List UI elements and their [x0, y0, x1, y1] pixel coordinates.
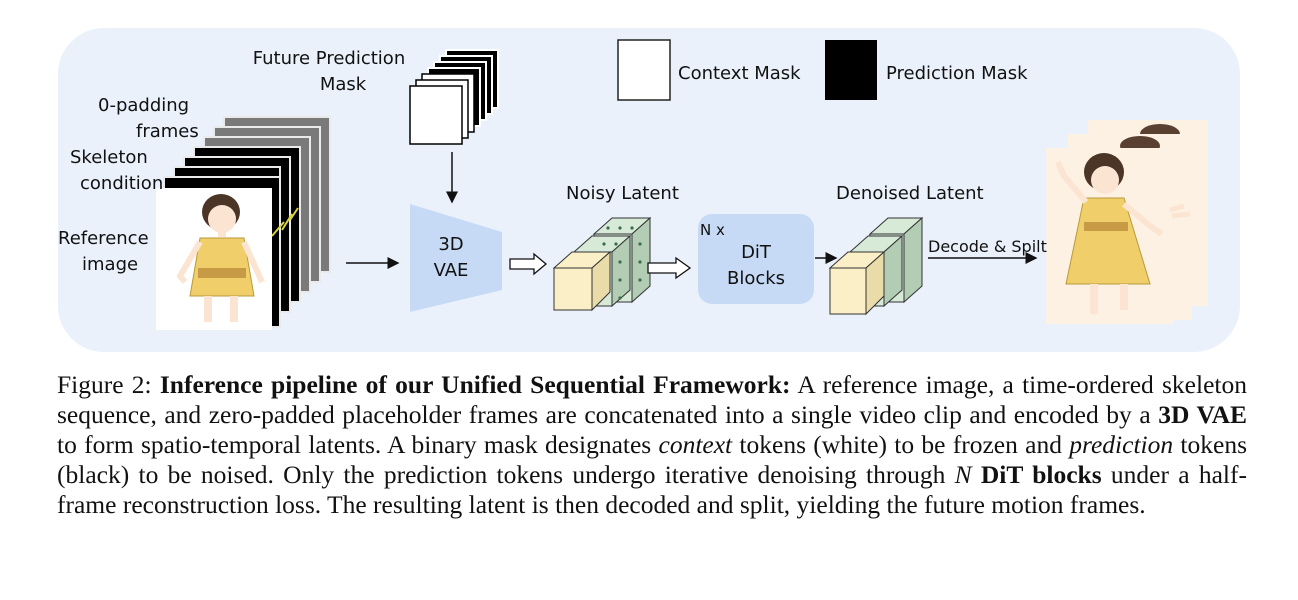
- prediction-mask-swatch: [825, 40, 877, 100]
- context-mask-swatch: [617, 39, 671, 101]
- vae-to-latent-arrow: [509, 252, 548, 276]
- prediction-mask-label: Prediction Mask: [886, 63, 1028, 84]
- denoised-latent-label: Denoised Latent: [836, 183, 984, 204]
- noisy-latent-cubes: [552, 216, 652, 312]
- noisy-latent-label: Noisy Latent: [566, 183, 679, 204]
- figure-caption: Figure 2: Inference pipeline of our Unif…: [57, 370, 1247, 519]
- latent-to-dit-arrow: [647, 256, 692, 280]
- caption-title: Inference pipeline of our Unified Sequen…: [159, 370, 791, 399]
- reference-image: [156, 188, 272, 330]
- future-prediction-mask-stack: [409, 49, 499, 145]
- output-frames: [1046, 120, 1208, 324]
- vae-block: [410, 204, 502, 312]
- n-x-label: N x: [700, 221, 725, 239]
- denoised-latent-cubes: [828, 216, 924, 316]
- pipeline-diagram: [156, 39, 1208, 330]
- context-mask-label: Context Mask: [678, 63, 801, 84]
- dit-block: [698, 214, 814, 304]
- decode-split-label: Decode & Spilt: [928, 237, 1047, 256]
